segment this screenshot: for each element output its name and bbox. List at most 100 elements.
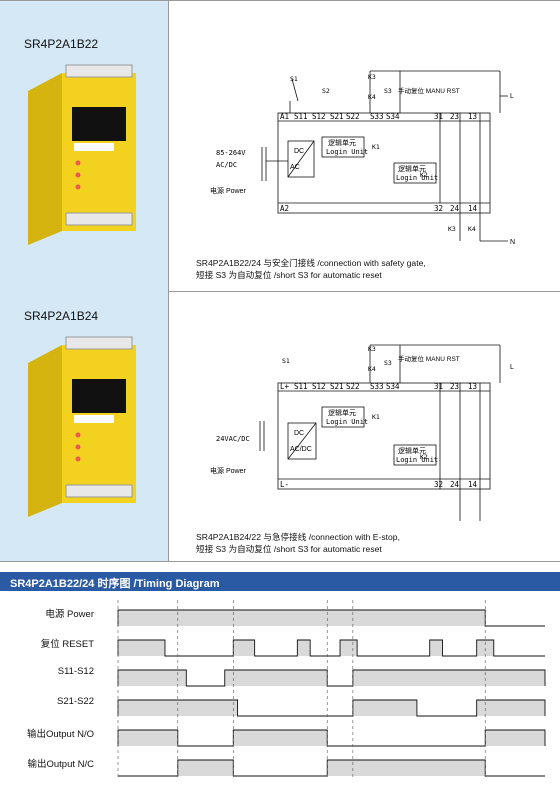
svg-text:S22: S22 xyxy=(346,112,360,121)
timing-signal-label: S11-S12 xyxy=(57,666,94,677)
timing-high-segment xyxy=(233,640,255,656)
reset-label: 手动复位 MANU RST xyxy=(398,354,460,363)
wiring-svg: 24VAC/DC 逻辑单元 Login Unit 逻辑单元 Login Unit… xyxy=(210,344,514,521)
svg-text:A2: A2 xyxy=(280,204,289,213)
svg-text:K2: K2 xyxy=(420,453,428,461)
svg-text:S22: S22 xyxy=(346,382,360,391)
svg-text:L-: L- xyxy=(280,480,289,489)
logic-unit-1-cn: 逻辑单元 xyxy=(328,408,356,417)
timing-diagram-title: SR4P2A1B22/24 时序图 /Timing Diagram xyxy=(10,578,220,590)
timing-line xyxy=(117,729,546,747)
n-label: N xyxy=(510,239,515,246)
timing-line xyxy=(117,669,546,687)
svg-text:L+: L+ xyxy=(280,382,290,391)
svg-text:S1: S1 xyxy=(282,357,290,365)
reset-label: 手动复位 MANU RST xyxy=(398,86,460,95)
caption-line-2: 短接 S3 为自动复位 /short S3 for automatic rese… xyxy=(196,270,382,280)
power-label: 电源 Power xyxy=(210,186,246,195)
svg-text:S12: S12 xyxy=(312,112,326,121)
logic-unit-1-en: Login Unit xyxy=(326,148,368,156)
svg-text:32: 32 xyxy=(434,204,443,213)
svg-text:31: 31 xyxy=(434,112,443,121)
product-panel: SR4P2A1B24 xyxy=(0,291,169,561)
timing-high-segment xyxy=(476,700,545,716)
timing-high-segment xyxy=(118,670,187,686)
caption: SR4P2A1B24/22 与急停接线 /connection with E-s… xyxy=(196,531,400,555)
svg-text:13: 13 xyxy=(468,112,477,121)
svg-text:23: 23 xyxy=(450,112,459,121)
svg-text:14: 14 xyxy=(468,480,478,489)
timing-high-segment xyxy=(118,730,178,746)
svg-text:K1: K1 xyxy=(372,143,380,151)
svg-text:S21: S21 xyxy=(330,382,344,391)
caption-line-1: SR4P2A1B24/22 与急停接线 /connection with E-s… xyxy=(196,532,400,542)
timing-high-segment xyxy=(177,760,234,776)
dc-label: DC xyxy=(294,148,304,155)
timing-high-segment xyxy=(118,610,486,626)
caption-line-2: 短接 S3 为自动复位 /short S3 for automatic rese… xyxy=(196,544,382,554)
timing-line xyxy=(117,699,546,717)
timing-high-segment xyxy=(429,640,443,656)
logic-unit-1-cn: 逻辑单元 xyxy=(328,138,356,147)
svg-text:S11: S11 xyxy=(294,382,308,391)
timing-high-segment xyxy=(352,670,545,686)
svg-text:S2: S2 xyxy=(322,87,330,95)
timing-waveform xyxy=(117,669,546,687)
timing-signal-label: S21-S22 xyxy=(57,696,94,707)
svg-text:14: 14 xyxy=(468,204,478,213)
power-type-label: AC/DC xyxy=(216,161,237,169)
caption-line-1: SR4P2A1B22/24 与安全门接线 /connection with sa… xyxy=(196,258,426,268)
power-range-label: 24VAC/DC xyxy=(216,435,250,443)
logic-unit-2-en: Login Unit xyxy=(396,456,438,464)
timing-line xyxy=(117,609,545,627)
logic-unit-1-en: Login Unit xyxy=(326,418,368,426)
timing-signal-label: 复位 RESET xyxy=(40,639,94,650)
timing-waveform xyxy=(117,729,546,747)
caption: SR4P2A1B22/24 与安全门接线 /connection with sa… xyxy=(196,257,426,281)
timing-guides xyxy=(117,600,486,780)
svg-text:K3: K3 xyxy=(448,225,456,233)
wiring-diagram: 24VAC/DC 逻辑单元 Login Unit 逻辑单元 Login Unit… xyxy=(170,291,560,561)
dc-label: DC xyxy=(294,430,304,437)
wiring-svg: 85-264V AC/DC 逻辑单元 Login Unit 逻辑单元 Login… xyxy=(210,70,515,246)
svg-text:S3: S3 xyxy=(384,359,392,367)
ac-label: AC/DC xyxy=(290,446,312,453)
l-label: L xyxy=(510,364,514,371)
svg-text:24: 24 xyxy=(450,480,460,489)
svg-text:S33: S33 xyxy=(370,382,384,391)
svg-text:K4: K4 xyxy=(368,365,376,373)
power-label: 电源 Power xyxy=(210,466,246,475)
timing-waveform xyxy=(117,609,545,627)
svg-text:S34: S34 xyxy=(386,112,400,121)
product-section-2: SR4P2A1B24 xyxy=(0,291,560,562)
timing-signal-label: 输出Output N/O xyxy=(26,729,94,740)
timing-high-segment xyxy=(297,640,311,656)
svg-text:13: 13 xyxy=(468,382,477,391)
logic-unit-2-en: Login Unit xyxy=(396,174,438,182)
timing-diagram-banner: SR4P2A1B22/24 时序图 /Timing Diagram xyxy=(0,572,560,591)
timing-high-segment xyxy=(485,730,545,746)
power-range-label: 85-264V xyxy=(216,149,246,157)
svg-text:31: 31 xyxy=(434,382,443,391)
svg-text:K3: K3 xyxy=(368,73,376,81)
l-label: L xyxy=(510,93,514,100)
svg-text:K3: K3 xyxy=(368,345,376,353)
svg-text:S12: S12 xyxy=(312,382,326,391)
logic-unit-2-cn: 逻辑单元 xyxy=(398,446,426,455)
timing-high-segment xyxy=(224,670,328,686)
svg-text:K4: K4 xyxy=(468,225,476,233)
svg-text:S34: S34 xyxy=(386,382,400,391)
timing-high-segment xyxy=(327,760,486,776)
svg-text:S3: S3 xyxy=(384,87,392,95)
svg-text:S21: S21 xyxy=(330,112,344,121)
svg-text:S1: S1 xyxy=(290,75,298,83)
timing-high-segment xyxy=(352,700,417,716)
svg-text:K4: K4 xyxy=(368,93,376,101)
relay-product-image xyxy=(28,64,136,245)
